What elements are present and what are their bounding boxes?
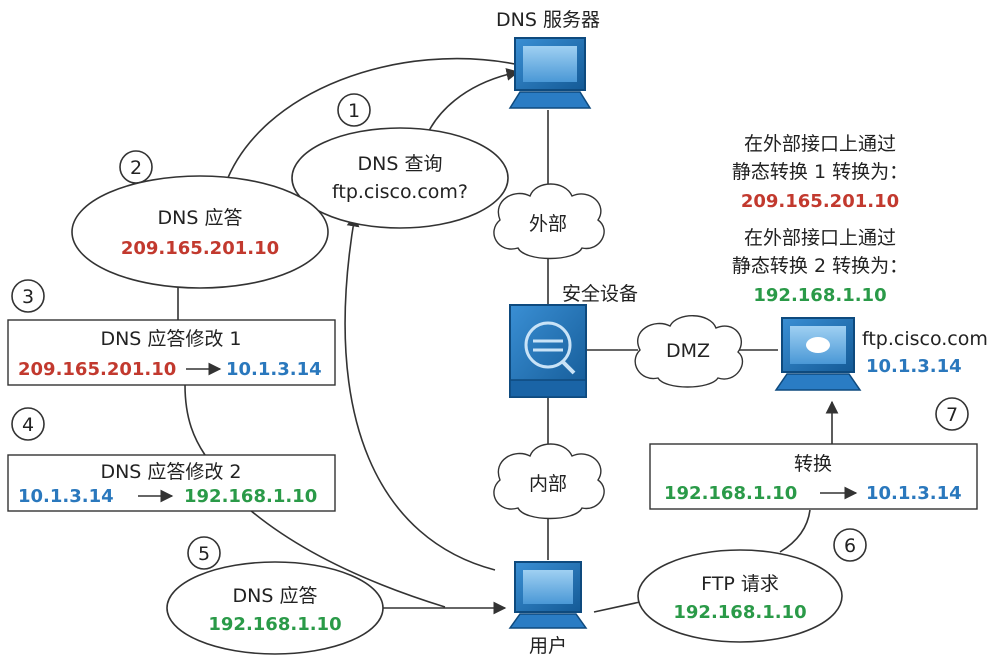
dns-query-bubble (291, 127, 509, 229)
mod1-to-ip: 10.1.3.14 (226, 359, 322, 380)
ftp-request-label: FTP 请求 (701, 573, 779, 595)
dns-server-icon (508, 37, 592, 109)
dns-reply-label: DNS 应答 (158, 207, 243, 229)
flow-mod1-to-mod2 (184, 384, 206, 456)
static1-line1: 在外部接口上通过 (744, 133, 896, 155)
ftp-request-bubble (637, 549, 843, 643)
translation-from-ip: 192.168.1.10 (664, 483, 797, 504)
step-3-number: 3 (22, 286, 34, 308)
outside-cloud-icon (493, 183, 605, 260)
step-6-number: 6 (844, 535, 856, 557)
translation-label: 转换 (794, 453, 832, 475)
security-appliance-icon (509, 304, 587, 398)
flow-mod2-to-user (249, 509, 446, 608)
step-4-number: 4 (22, 414, 34, 436)
static2-ip: 192.168.1.10 (753, 285, 886, 306)
dns-reply-bubble (71, 175, 329, 289)
dns-query-line2: ftp.cisco.com? (332, 181, 468, 203)
step-2-number: 2 (130, 157, 142, 179)
mod1-from-ip: 209.165.201.10 (18, 359, 176, 380)
outside-label: 外部 (529, 213, 567, 235)
ftp-server-icon (774, 317, 862, 391)
dns-reply-ip: 209.165.201.10 (121, 238, 279, 259)
dmz-label: DMZ (666, 340, 710, 362)
dns-reply-mod1-box (7, 319, 336, 386)
mod1-label: DNS 应答修改 1 (100, 328, 241, 350)
translation-box (649, 443, 978, 510)
dns-reply2-label: DNS 应答 (233, 585, 318, 607)
mod2-to-ip: 192.168.1.10 (184, 486, 317, 507)
dns-reply2-ip: 192.168.1.10 (208, 614, 341, 635)
flow-user-to-query (344, 213, 496, 571)
step-1-marker (337, 93, 371, 127)
dmz-cloud-icon (634, 315, 744, 388)
step-5-marker (187, 536, 221, 570)
user-pc-icon (508, 561, 588, 629)
mod2-from-ip: 10.1.3.14 (18, 486, 114, 507)
step-5-number: 5 (198, 543, 210, 565)
user-label: 用户 (529, 635, 567, 657)
static1-line2: 静态转换 1 转换为： (732, 161, 908, 183)
translation-to-ip: 10.1.3.14 (866, 483, 962, 504)
step-7-number: 7 (946, 404, 958, 426)
mod2-label: DNS 应答修改 2 (100, 461, 241, 483)
flow-user-to-ftp (593, 601, 641, 613)
step-1-number: 1 (348, 100, 360, 122)
ftp-host-name: ftp.cisco.com (862, 328, 988, 350)
inside-label: 内部 (529, 473, 567, 495)
step-7-marker (935, 397, 969, 431)
ftp-request-ip: 192.168.1.10 (673, 602, 806, 623)
security-appliance-label: 安全设备 (562, 283, 638, 305)
dns-reply2-bubble (166, 561, 384, 655)
step-3-marker (11, 279, 45, 313)
static1-ip: 209.165.201.10 (741, 191, 899, 212)
flow-ftp-to-translation (779, 509, 811, 553)
step-6-marker (833, 528, 867, 562)
inside-cloud-icon (493, 443, 605, 520)
step-4-marker (11, 407, 45, 441)
flow-server-to-reply (224, 57, 521, 186)
static2-line2: 静态转换 2 转换为： (732, 255, 908, 277)
ftp-host-ip: 10.1.3.14 (866, 356, 962, 377)
dns-query-line1: DNS 查询 (358, 153, 443, 175)
static2-line1: 在外部接口上通过 (744, 227, 896, 249)
dns-server-label: DNS 服务器 (496, 9, 600, 31)
